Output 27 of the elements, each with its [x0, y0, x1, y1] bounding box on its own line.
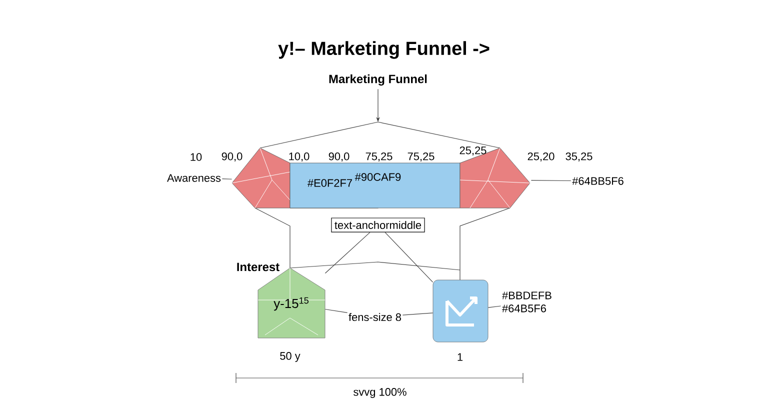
icon-tile: [432, 280, 488, 342]
subtitle: Marketing Funnel: [329, 74, 427, 86]
label: 25,25: [460, 146, 486, 156]
connector-line: [324, 232, 370, 274]
annotation-text: fens-size 8: [348, 312, 401, 322]
node-label: 50 y: [280, 352, 300, 362]
label: svvg 100%: [354, 388, 406, 398]
label: 10: [190, 153, 202, 161]
label: 10,0: [289, 152, 310, 162]
leader-line: [488, 306, 502, 308]
stage-label: Awareness: [167, 174, 221, 182]
leader-line: [222, 178, 232, 180]
connector-line: [384, 232, 434, 282]
hex-label: #64BB5F6: [572, 177, 624, 185]
leader-line: [402, 312, 434, 316]
hex-code: #E0F2F7: [308, 179, 352, 187]
node-label: 1: [458, 353, 463, 361]
leader-line: [530, 180, 572, 182]
leader-line: [324, 308, 348, 313]
text-box: text-anchormiddle: [331, 218, 425, 232]
label: 90,0: [222, 152, 242, 162]
hex-label: #BBDEFB #64B5F6: [502, 292, 552, 312]
label: 75,25: [408, 152, 434, 162]
hex-code: #90CAF9: [354, 173, 401, 181]
label: 35,25: [566, 152, 592, 162]
title: y!– Marketing Funnel ->: [278, 41, 490, 59]
label: 25,20: [528, 152, 554, 162]
